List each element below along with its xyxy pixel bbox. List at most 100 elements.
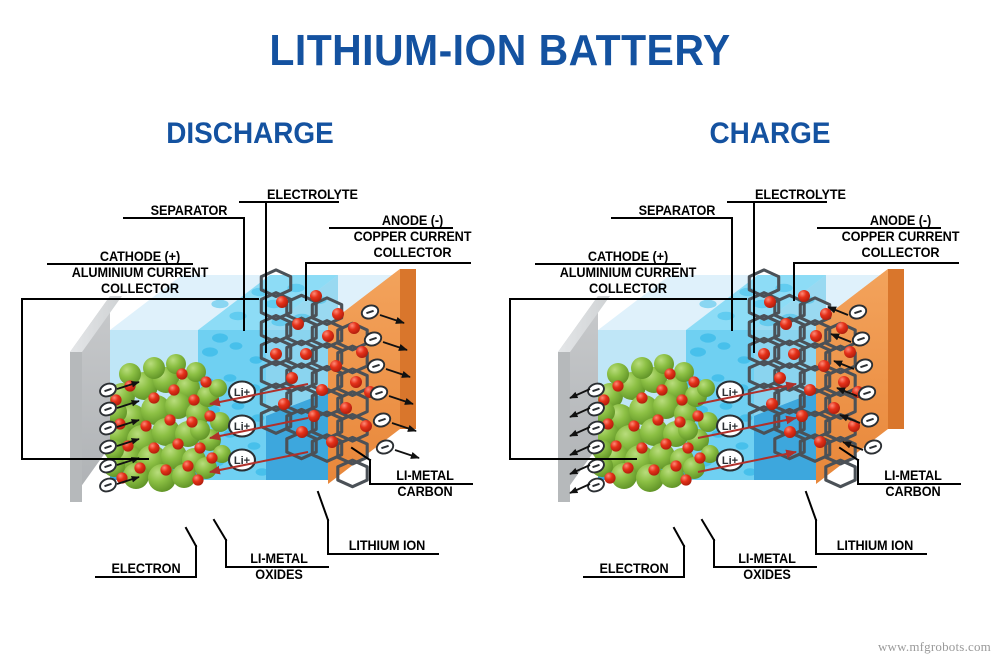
panel-heading-charge: CHARGE: [709, 117, 831, 150]
label-carbon: CARBON: [397, 484, 453, 499]
electron-token: [587, 382, 605, 398]
label-cathode-line3: COLLECTOR: [589, 281, 667, 296]
battery-cell-discharge: Li+Li+Li+: [70, 268, 420, 502]
electron-token: [863, 439, 883, 455]
electron-token: [587, 458, 605, 474]
label-li-metal-ox: LI-METAL: [738, 551, 796, 566]
lithium-ion-token: Li+: [715, 414, 745, 438]
label-cathode-line2: ALUMINIUM CURRENT: [559, 265, 697, 280]
electron-token: [587, 401, 605, 417]
watermark: www.mfgrobots.com: [877, 639, 991, 654]
label-separator-charge: SEPARATOR: [638, 203, 716, 218]
label-cathode-line3: COLLECTOR: [101, 281, 179, 296]
ion-flow-arrow: [208, 417, 309, 441]
electron-token: [99, 458, 117, 474]
electron-flow-arrow: [833, 360, 855, 370]
battery-cell-charge: Li+Li+Li+: [558, 268, 904, 502]
electron-flow-arrow: [569, 388, 591, 399]
electron-token: [854, 358, 874, 374]
label-carbon: CARBON: [885, 484, 941, 499]
label-oxides: OXIDES: [255, 567, 303, 582]
ion-flow-arrow: [697, 415, 798, 439]
label-li-metal-oxides-discharge: LI-METAL OXIDES: [232, 551, 326, 583]
electron-flow-arrow: [379, 314, 405, 324]
electron-token: [99, 382, 117, 398]
electron-token: [860, 412, 880, 428]
label-cathode-discharge: CATHODE (+) ALUMINIUM CURRENT COLLECTOR: [46, 249, 234, 297]
label-li-metal-carbon-discharge: LI-METAL CARBON: [375, 468, 475, 500]
electron-token: [99, 439, 117, 455]
label-lithium-ion-charge: LITHIUM ION: [836, 538, 914, 553]
electron-token: [851, 331, 871, 347]
electron-flow-arrow: [830, 333, 852, 343]
ion-flow-arrow: [697, 449, 798, 473]
electron-token: [366, 358, 386, 374]
electron-token: [99, 420, 117, 436]
label-anode-charge: ANODE (-) COPPER CURRENT COLLECTOR: [818, 213, 983, 261]
label-li-metal-oxides-charge: LI-METAL OXIDES: [720, 551, 814, 583]
electron-token: [99, 477, 117, 493]
electron-flow-arrow: [385, 368, 411, 378]
electron-token: [369, 385, 389, 401]
label-anode-line1: ANODE (-): [381, 213, 444, 228]
label-cathode-line2: ALUMINIUM CURRENT: [71, 265, 209, 280]
electron-flow-arrow: [569, 407, 591, 418]
electron-token: [363, 331, 383, 347]
electron-token: [375, 439, 395, 455]
label-electron-discharge: ELECTRON: [111, 561, 181, 576]
electron-token: [587, 420, 605, 436]
label-li-metal-ox: LI-METAL: [250, 551, 308, 566]
ion-flow-arrow: [208, 383, 309, 407]
label-li-metal: LI-METAL: [884, 468, 942, 483]
electron-token: [99, 401, 117, 417]
electron-flow-arrow: [391, 422, 417, 432]
leader-lines: [509, 201, 961, 578]
electron-flow-arrow: [569, 445, 591, 456]
label-lithium-ion-discharge: LITHIUM ION: [348, 538, 426, 553]
lithium-ion-token: Li+: [227, 380, 257, 404]
electron-flow-arrow: [388, 395, 414, 405]
electron-token: [360, 304, 380, 320]
electron-flow-arrow: [839, 414, 861, 424]
electron-flow-arrow: [827, 306, 849, 316]
electron-flow-arrow: [842, 441, 864, 451]
ion-flow-arrow: [208, 451, 309, 475]
label-electrolyte-discharge: ELECTROLYTE: [267, 187, 358, 202]
label-anode-discharge: ANODE (-) COPPER CURRENT COLLECTOR: [330, 213, 495, 261]
electron-flow-arrow: [116, 419, 140, 428]
lithium-ion-token: Li+: [227, 448, 257, 472]
electron-flow-arrow: [569, 464, 591, 475]
label-cathode-charge: CATHODE (+) ALUMINIUM CURRENT COLLECTOR: [534, 249, 722, 297]
electron-token: [857, 385, 877, 401]
label-cathode-line1: CATHODE (+): [99, 249, 181, 264]
electron-flow-arrow: [116, 381, 140, 390]
electron-flow-arrow: [836, 387, 858, 397]
electron-token: [372, 412, 392, 428]
panel-heading-discharge: DISCHARGE: [166, 117, 334, 150]
label-separator-discharge: SEPARATOR: [150, 203, 228, 218]
label-li-metal-carbon-charge: LI-METAL CARBON: [863, 468, 963, 500]
electron-flow-arrow: [116, 400, 140, 409]
label-cathode-line1: CATHODE (+): [587, 249, 669, 264]
label-electron-charge: ELECTRON: [599, 561, 669, 576]
electron-token: [587, 439, 605, 455]
electron-flow-arrow: [382, 341, 408, 351]
page-title: LITHIUM-ION BATTERY: [269, 26, 731, 75]
electron-token: [587, 477, 605, 493]
label-li-metal: LI-METAL: [396, 468, 454, 483]
ion-flow-arrow: [697, 381, 798, 405]
electron-token: [848, 304, 868, 320]
label-anode-line3: COLLECTOR: [373, 245, 452, 260]
label-anode-line2: COPPER CURRENT: [841, 229, 960, 244]
electron-flow-arrow: [569, 483, 591, 494]
leader-lines: [21, 201, 473, 578]
electron-flow-arrow: [569, 426, 591, 437]
label-oxides: OXIDES: [743, 567, 791, 582]
electron-flow-arrow: [116, 476, 140, 485]
electron-flow-arrow: [394, 449, 420, 459]
label-anode-line3: COLLECTOR: [861, 245, 940, 260]
label-electrolyte-charge: ELECTROLYTE: [755, 187, 846, 202]
electron-flow-arrow: [116, 438, 140, 447]
